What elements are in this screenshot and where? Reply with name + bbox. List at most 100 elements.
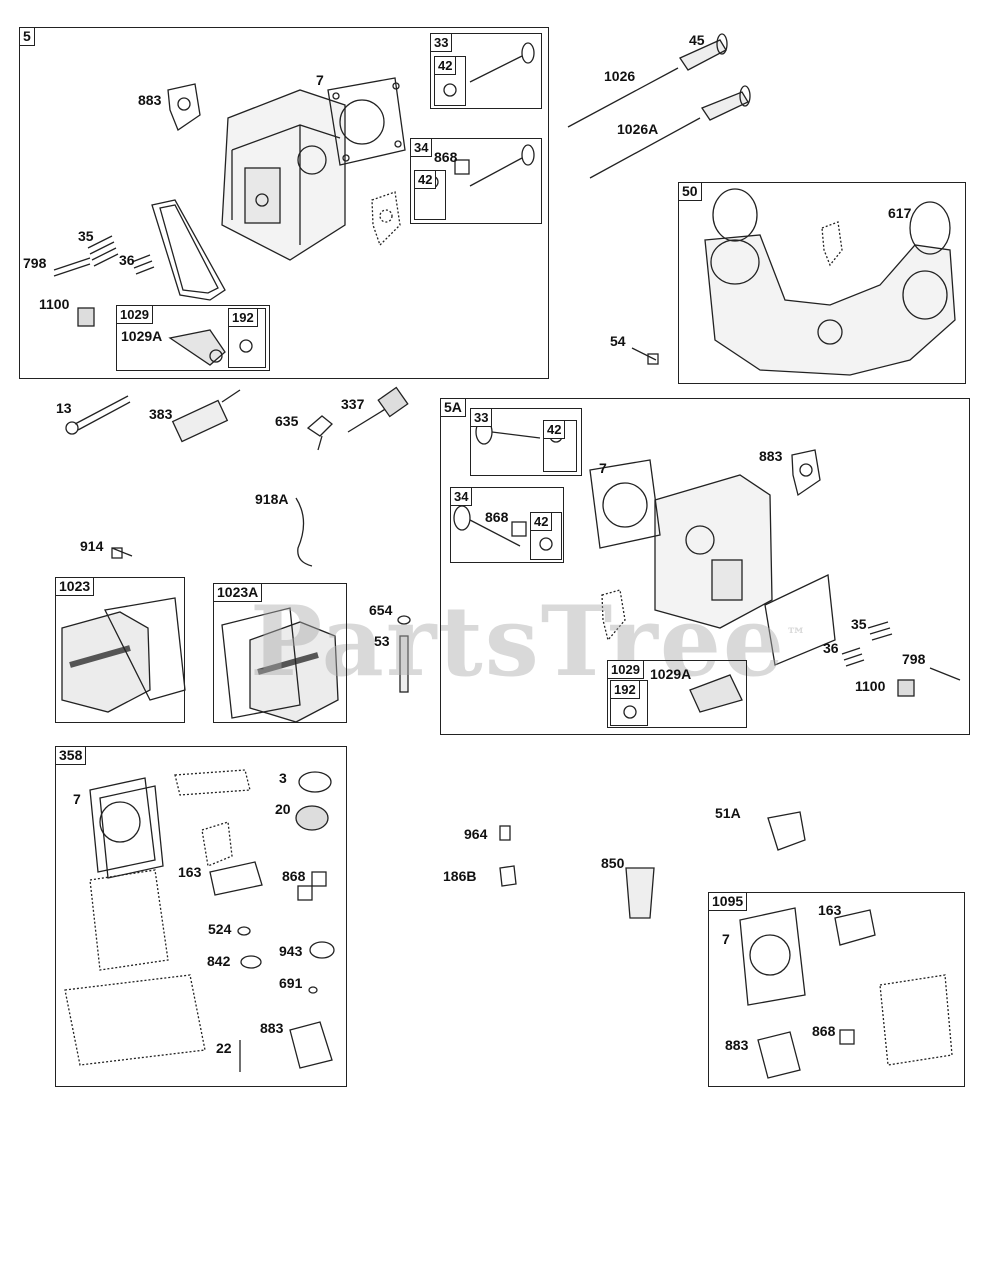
part-label: 868 bbox=[812, 1023, 836, 1039]
cover-gasket-5A-drawing bbox=[764, 574, 836, 666]
section-33a-tag: 33 bbox=[430, 33, 453, 52]
part-label: 850 bbox=[601, 855, 625, 871]
part-label: 53 bbox=[374, 633, 390, 649]
section-1095-tag: 1095 bbox=[708, 892, 748, 911]
loose-parts-middle-drawing bbox=[499, 811, 806, 919]
head-gasket-drawing bbox=[327, 77, 406, 166]
section-192a-frame: 192 bbox=[228, 308, 266, 368]
part-label: 691 bbox=[279, 975, 303, 991]
part-label: 883 bbox=[138, 92, 162, 108]
part-label: 524 bbox=[208, 921, 232, 937]
section-1023A-tag: 1023A bbox=[213, 583, 263, 602]
part-label: 7 bbox=[316, 72, 324, 88]
part-label: 617 bbox=[888, 205, 912, 221]
section-1023-frame: 1023 bbox=[55, 577, 185, 723]
section-34a-tag: 34 bbox=[410, 138, 433, 157]
cylinder-head-drawing bbox=[221, 89, 346, 261]
section-42c-frame: 42 bbox=[543, 420, 577, 472]
section-5-tag: 5 bbox=[19, 27, 35, 46]
bolt-13-drawing bbox=[65, 395, 131, 435]
part-label: 163 bbox=[818, 902, 842, 918]
part-label: 918A bbox=[255, 491, 289, 507]
part-label: 186B bbox=[443, 868, 477, 884]
part-label: 7 bbox=[73, 791, 81, 807]
part-label: 868 bbox=[485, 509, 509, 525]
section-33b-frame: 33 bbox=[470, 408, 582, 476]
breather-tube-918A-drawing bbox=[295, 497, 313, 567]
push-rods-drawing bbox=[567, 33, 751, 179]
section-1023A-frame: 1023A bbox=[213, 583, 347, 723]
section-42a-tag: 42 bbox=[434, 56, 457, 75]
springs-5A-drawing bbox=[841, 621, 961, 697]
head-gasket-5A-drawing bbox=[589, 459, 661, 549]
section-358-frame: 358 bbox=[55, 746, 347, 1087]
section-33b-tag: 33 bbox=[470, 408, 493, 427]
part-label: 20 bbox=[275, 801, 291, 817]
valve-33a-drawing bbox=[443, 42, 535, 97]
section-192b-tag: 192 bbox=[610, 680, 640, 699]
springs-bolt-drawing bbox=[53, 235, 155, 327]
part-label: 36 bbox=[823, 640, 839, 656]
valve-cover-1023-drawing bbox=[61, 597, 186, 713]
section-42b-frame: 42 bbox=[414, 170, 446, 220]
section-34b-frame: 34 bbox=[450, 487, 564, 563]
section-50-tag: 50 bbox=[678, 182, 702, 201]
valve-34b-drawing bbox=[453, 505, 553, 551]
section-42a-frame: 42 bbox=[434, 56, 466, 106]
intake-gasket-5A-drawing bbox=[791, 449, 821, 497]
section-1029b-tag: 1029 bbox=[607, 660, 644, 679]
exhaust-gasket-5A-drawing bbox=[601, 589, 626, 642]
part-label: 883 bbox=[725, 1037, 749, 1053]
part-label: 3 bbox=[279, 770, 287, 786]
part-label: 35 bbox=[78, 228, 94, 244]
valve-cover-1023A-drawing bbox=[221, 607, 339, 723]
part-label: 635 bbox=[275, 413, 299, 429]
part-label: 798 bbox=[23, 255, 47, 271]
part-label: 1026A bbox=[617, 121, 659, 137]
coil-383-drawing bbox=[171, 389, 241, 443]
part-label: 914 bbox=[80, 538, 104, 554]
rocker-arm-drawing bbox=[168, 329, 253, 366]
part-label: 54 bbox=[610, 333, 626, 349]
section-42b-tag: 42 bbox=[414, 170, 437, 189]
section-358-tag: 358 bbox=[55, 746, 87, 765]
spark-plug-337-drawing bbox=[347, 386, 409, 433]
part-label: 883 bbox=[759, 448, 783, 464]
section-1095-frame: 1095 bbox=[708, 892, 965, 1087]
part-label: 35 bbox=[851, 616, 867, 632]
intake-manifold-drawing bbox=[704, 188, 956, 376]
part-label: 1029A bbox=[121, 328, 163, 344]
bolt-914-drawing bbox=[111, 547, 133, 559]
part-label: 1029A bbox=[650, 666, 692, 682]
part-label: 13 bbox=[56, 400, 72, 416]
valve-cover-gasket-drawing bbox=[151, 199, 226, 301]
part-label: 1100 bbox=[39, 296, 70, 312]
gasket-set-1095-drawing bbox=[739, 907, 953, 1079]
part-label: 337 bbox=[341, 396, 365, 412]
section-1029b-frame: 1029 bbox=[607, 660, 747, 728]
section-1023-tag: 1023 bbox=[55, 577, 95, 596]
rocker-arm-5A-drawing bbox=[623, 674, 743, 719]
section-192a-tag: 192 bbox=[228, 308, 258, 327]
part-label: 943 bbox=[279, 943, 303, 959]
part-label: 51A bbox=[715, 805, 741, 821]
part-label: 964 bbox=[464, 826, 488, 842]
section-1029a-tag: 1029 bbox=[116, 305, 153, 324]
part-label: 1026 bbox=[604, 68, 636, 84]
exhaust-gasket-drawing bbox=[371, 191, 401, 247]
part-label: 22 bbox=[216, 1040, 232, 1056]
section-192b-frame: 192 bbox=[610, 680, 648, 726]
part-label: 163 bbox=[178, 864, 202, 880]
bolt-54-drawing bbox=[631, 347, 659, 365]
section-42c-tag: 42 bbox=[543, 420, 566, 439]
gasket-set-358-drawing bbox=[64, 769, 335, 1072]
section-1029a-frame: 1029 bbox=[116, 305, 270, 371]
part-label: 45 bbox=[689, 32, 705, 48]
section-33a-frame: 33 bbox=[430, 33, 542, 109]
cylinder-head-5A-drawing bbox=[654, 474, 773, 629]
section-5A-tag: 5A bbox=[440, 398, 466, 417]
part-label: 654 bbox=[369, 602, 393, 618]
spark-plug-boot-635-drawing bbox=[306, 415, 333, 451]
part-label: 7 bbox=[599, 460, 607, 476]
